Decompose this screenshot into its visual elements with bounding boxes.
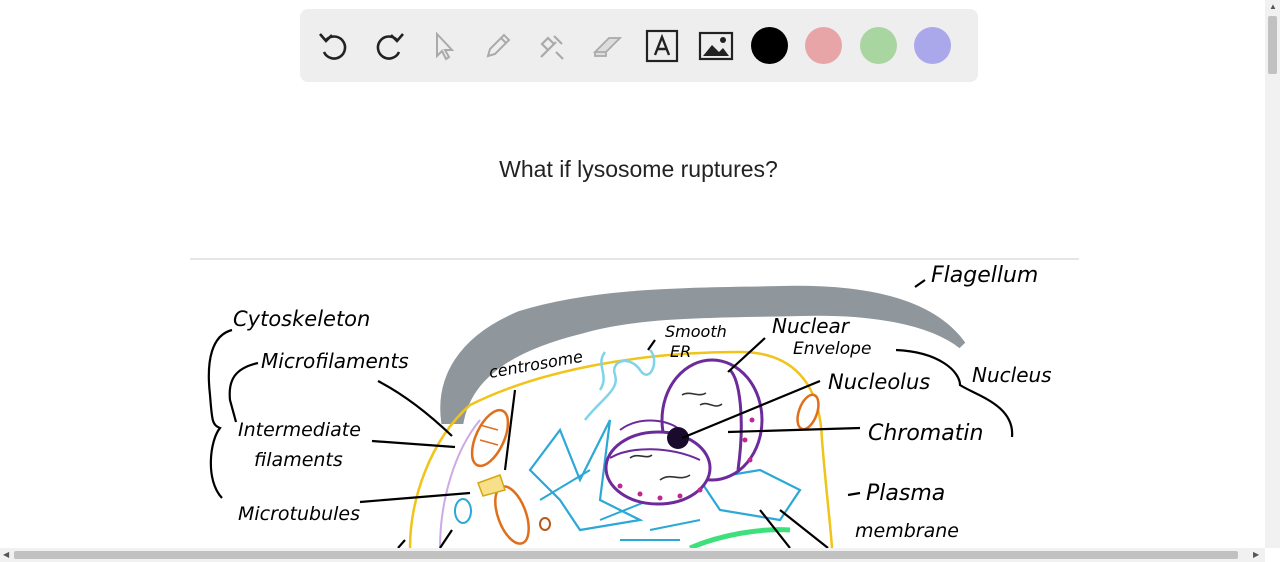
pointer-icon[interactable]: [423, 26, 463, 66]
label-chromatin: Chromatin: [868, 421, 983, 446]
scroll-right-icon[interactable]: ▶: [1253, 550, 1260, 559]
label-microtubules: Microtubules: [238, 503, 360, 525]
plasma-membrane-shape: [408, 350, 834, 548]
nucleus-lower-shape: [604, 430, 712, 506]
label-er: ER: [670, 342, 691, 361]
golgi-shape: [689, 527, 791, 548]
mitochondrion-shape: [796, 393, 820, 431]
label-smooth: Smooth: [665, 322, 727, 341]
label-cytoskeleton: Cytoskeleton: [233, 307, 370, 331]
scroll-up-icon[interactable]: ▲: [1269, 2, 1277, 11]
scroll-left-icon[interactable]: ◀: [3, 550, 10, 559]
label-intermediate: Intermediate: [238, 419, 361, 441]
text-icon[interactable]: [642, 26, 682, 66]
label-microfilaments: Microfilaments: [261, 349, 409, 373]
color-purple-swatch[interactable]: [914, 27, 952, 64]
smooth-er-shape: [584, 349, 656, 421]
vertical-scrollbar[interactable]: ▲: [1265, 0, 1280, 548]
label-envelope: Envelope: [793, 339, 871, 359]
centrosome-shape: [477, 474, 506, 497]
rough-er-shape: [528, 419, 802, 532]
label-nucleus: Nucleus: [972, 363, 1052, 387]
horizontal-scrollbar[interactable]: ◀ ▶: [0, 548, 1265, 562]
pen-icon[interactable]: [478, 26, 518, 66]
horizontal-scroll-thumb[interactable]: [14, 551, 1238, 559]
label-membrane: membrane: [855, 520, 959, 542]
divider: [190, 258, 1079, 260]
label-nucleolus: Nucleolus: [828, 370, 930, 394]
question-text: What if lysosome ruptures?: [499, 156, 778, 182]
image-icon[interactable]: [696, 26, 736, 66]
color-pink-swatch[interactable]: [805, 27, 843, 64]
eraser-icon[interactable]: [587, 26, 627, 66]
label-plasma: Plasma: [866, 481, 945, 506]
color-green-swatch[interactable]: [859, 27, 897, 64]
flagellum-shape: [440, 285, 966, 424]
nucleolus-shape: [667, 427, 689, 449]
label-flagellum: Flagellum: [931, 263, 1038, 288]
label-filaments: filaments: [254, 449, 343, 471]
label-nuclear: Nuclear: [772, 314, 851, 338]
color-black-swatch[interactable]: [750, 27, 788, 64]
redo-icon[interactable]: [369, 26, 409, 66]
undo-icon[interactable]: [314, 26, 354, 66]
mitochondrion-shape: [470, 408, 510, 468]
drawing-toolbar: [300, 9, 978, 82]
vertical-scroll-thumb[interactable]: [1268, 16, 1277, 74]
tools-icon[interactable]: [532, 26, 572, 66]
cell-drawing: Flagellum Cytoskeleton Microfilaments In…: [207, 263, 1052, 548]
